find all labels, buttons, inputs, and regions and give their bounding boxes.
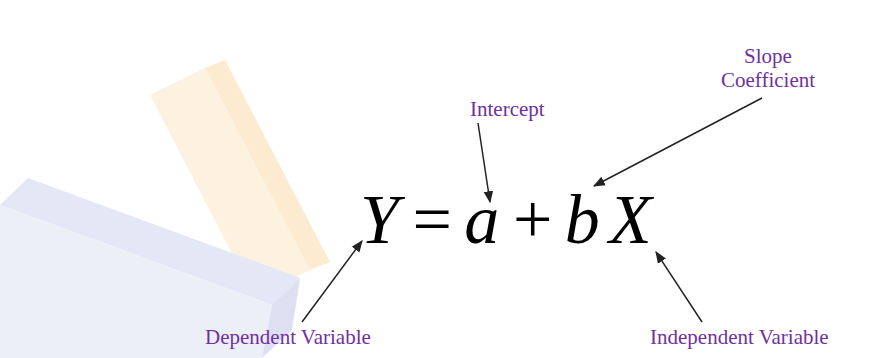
leader-arrow: [302, 241, 362, 322]
watermark-logo: [0, 60, 330, 358]
leader-arrow: [656, 252, 702, 322]
independent-label: Independent Variable: [650, 325, 829, 349]
leader-arrow: [594, 98, 762, 186]
intercept-label: Intercept: [470, 97, 545, 121]
equation: Y = a + b X: [360, 185, 652, 255]
slope-label: Slope Coefficient: [708, 44, 828, 92]
dependent-label: Dependent Variable: [205, 325, 371, 349]
